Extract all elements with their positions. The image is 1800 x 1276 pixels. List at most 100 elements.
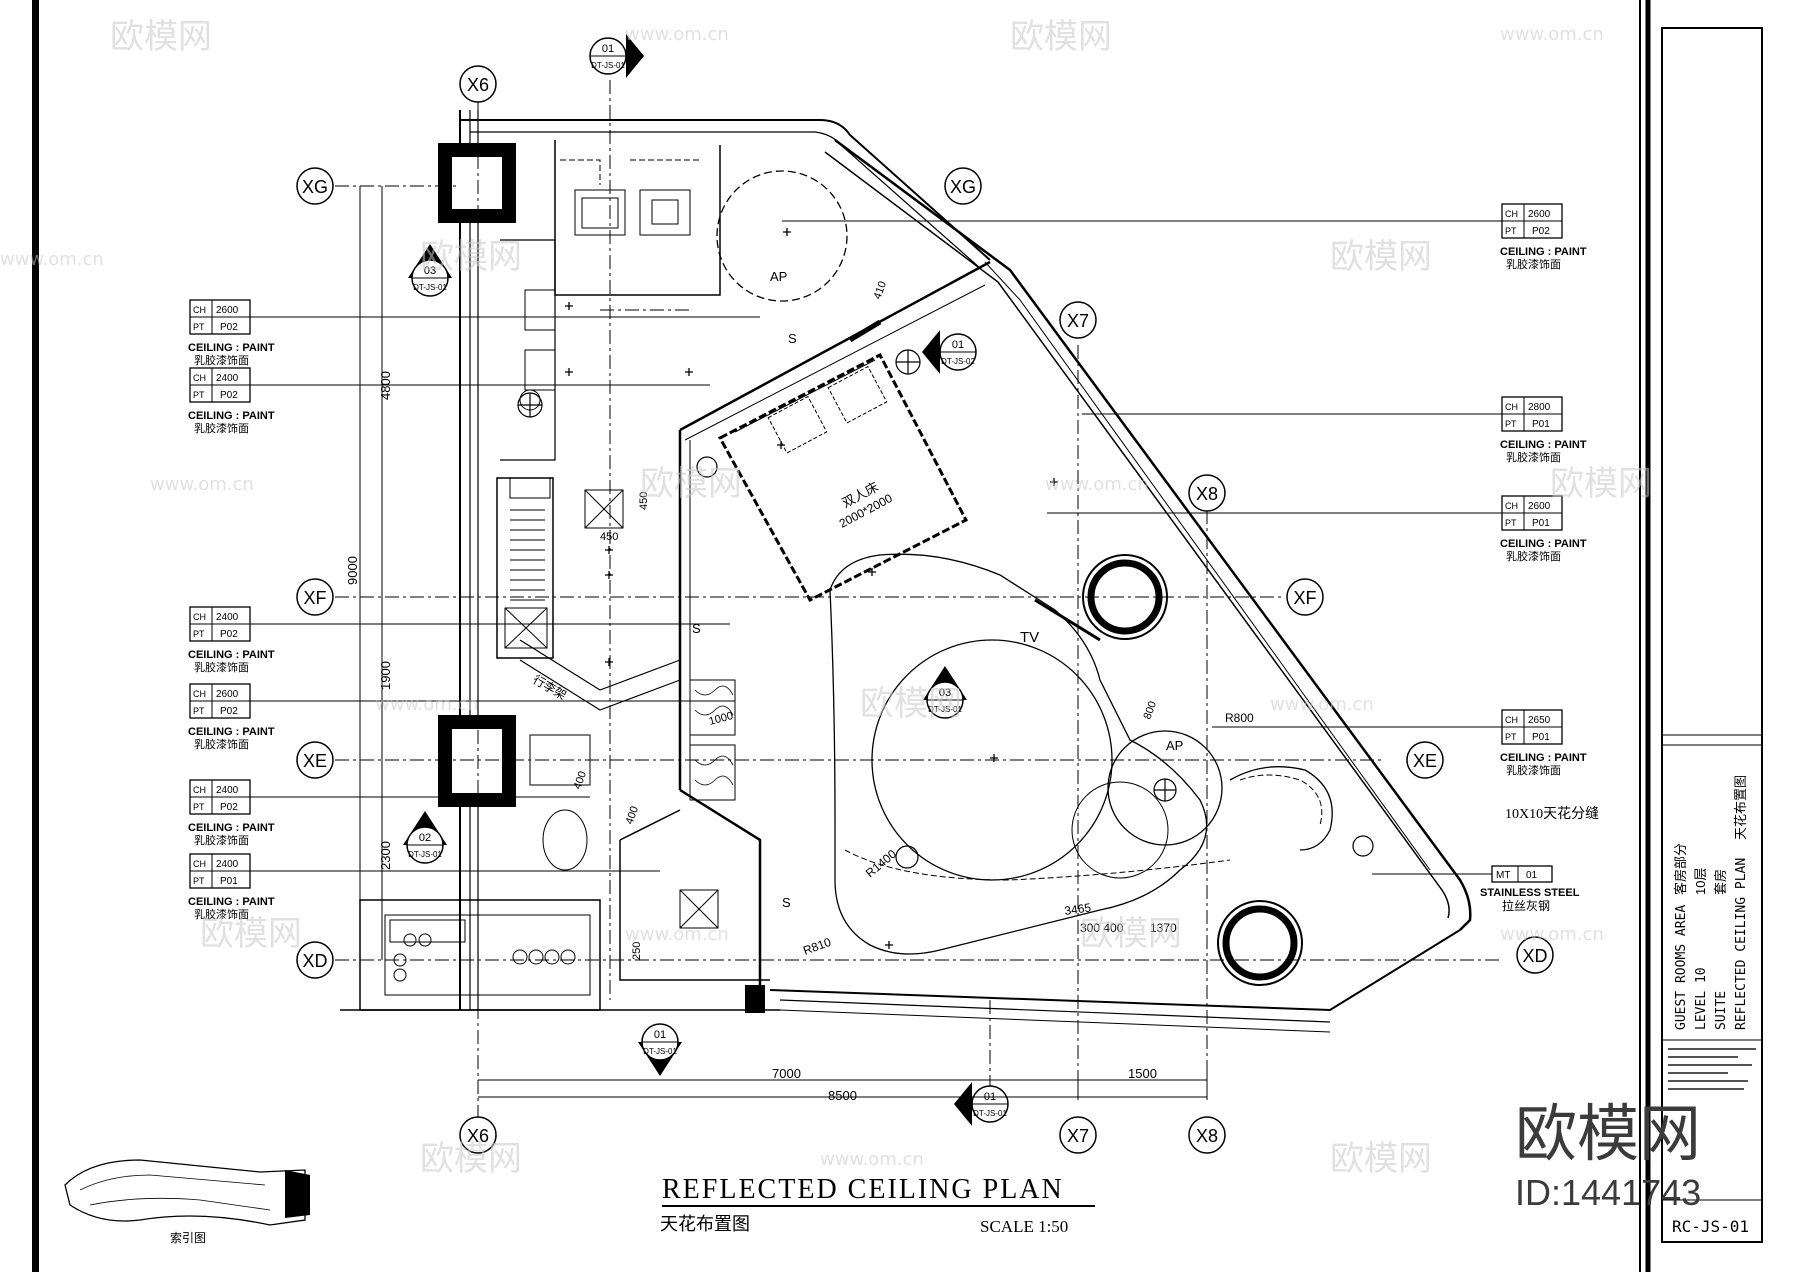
axis-lines [335, 80, 1500, 1120]
section-ref: DT-JS-01 [928, 705, 962, 714]
ceiling-label-en: CEILING : PAINT [188, 649, 275, 661]
svg-text:PT: PT [193, 322, 205, 332]
section-marker: 01 DT-JS-02 [922, 330, 977, 374]
ceiling-label-en: CEILING : PAINT [1500, 538, 1587, 550]
dim-410: 410 [872, 280, 890, 301]
grid-bubble-xd-left: XD [296, 941, 334, 979]
ceiling-height: 2400 [216, 612, 239, 623]
section-marker: 01 DT-JS-01 [638, 1023, 682, 1076]
ceiling-height: 2400 [216, 859, 239, 870]
drawing-title: REFLECTED CEILING PLAN 天花布置图 SCALE 1:50 [660, 1174, 1095, 1236]
ceiling-height: 2600 [216, 305, 239, 316]
section-num: 03 [424, 265, 436, 277]
grid-label-xd-left: XD [302, 951, 327, 971]
svg-text:PT: PT [193, 876, 205, 886]
drawing-title-en: REFLECTED CEILING PLAN [662, 1174, 1064, 1205]
dim-400-b: 400 [624, 805, 642, 826]
svg-text:CH: CH [193, 373, 206, 383]
title-block-suite-en: SUITE [1714, 991, 1729, 1030]
title-block-drawing-cn: 天花布置图 [1733, 775, 1748, 840]
ceiling-label-cn: 乳胶漆饰面 [194, 353, 249, 367]
svg-text:PT: PT [1505, 226, 1517, 236]
watermark-site: www.om.cn [1270, 694, 1374, 715]
ceiling-label-en: CEILING : PAINT [1500, 246, 1587, 258]
svg-text:CH: CH [193, 689, 206, 699]
title-block-suite-cn: 套房 [1713, 869, 1728, 895]
tv-label: TV [1020, 629, 1039, 646]
material-tag: MT 01 STAINLESS STEEL 拉丝灰钢 [1372, 865, 1580, 913]
grid-bubble-xg-right: XG [944, 167, 982, 205]
material-num: 01 [1526, 870, 1538, 881]
material-label-en: STAINLESS STEEL [1480, 887, 1580, 899]
watermark-brand: 欧模网 [200, 914, 302, 954]
watermark-logo-brand: 欧模网 [1515, 1100, 1701, 1169]
watermark-site: www.om.cn [625, 924, 729, 945]
paint-code: P02 [220, 629, 238, 640]
section-marker: 01 DT-JS-01 [954, 1082, 1009, 1126]
ceiling-label-cn: 乳胶漆饰面 [1506, 549, 1561, 563]
grid-bubble-xd-right: XD [1516, 936, 1554, 974]
ceiling-height: 2400 [216, 785, 239, 796]
radius-r1400: R1400 [863, 847, 899, 881]
dim-8500: 8500 [828, 1088, 857, 1103]
dim-300-400: 300 400 [1080, 921, 1124, 935]
grid-label-xg-left: XG [302, 177, 328, 197]
watermark-id: ID:1441743 [1515, 1172, 1701, 1213]
watermark-site: www.om.cn [375, 694, 479, 715]
section-ref: DT-JS-01 [643, 1047, 677, 1056]
grid-label-x6-bottom: X6 [467, 1126, 489, 1146]
svg-text:PT: PT [1505, 419, 1517, 429]
watermark-brand: 欧模网 [1550, 464, 1652, 504]
material-label-cn: 拉丝灰钢 [1502, 898, 1550, 913]
watermark-brand: 欧模网 [1330, 1139, 1432, 1179]
grid-bubble-x7-bottom: X7 [1059, 1116, 1097, 1154]
ceiling-label-en: CEILING : PAINT [188, 726, 275, 738]
ceiling-label-en: CEILING : PAINT [188, 896, 275, 908]
section-ref: DT-JS-01 [591, 61, 625, 70]
dim-450-a: 450 [638, 492, 650, 510]
grid-bubble-xf-left: XF [296, 578, 334, 616]
grid-bubble-xe-right: XE [1406, 741, 1444, 779]
watermark-brand: 欧模网 [640, 464, 742, 504]
watermark-site: www.om.cn [0, 249, 104, 270]
svg-text:PT: PT [193, 629, 205, 639]
dim-800: 800 [1142, 700, 1160, 721]
title-block: GUEST ROOMS AREA LEVEL 10 SUITE REFLECTE… [1661, 27, 1763, 1243]
svg-text:CH: CH [193, 785, 206, 795]
ap-label-1: AP [770, 269, 787, 284]
ceiling-label-cn: 乳胶漆饰面 [194, 907, 249, 921]
grid-label-xd-right: XD [1522, 946, 1547, 966]
grid-label-x8-top: X8 [1196, 484, 1218, 504]
svg-text:CH: CH [1505, 209, 1518, 219]
title-block-area-cn: 客房部分 [1673, 843, 1688, 895]
paint-code: P01 [1532, 419, 1550, 430]
dim-7000: 7000 [772, 1066, 801, 1081]
section-num: 01 [952, 339, 964, 351]
paint-code: P02 [220, 706, 238, 717]
watermark-brand: 欧模网 [420, 237, 522, 277]
dimension-labels: 4800 9000 1900 2300 7000 1500 8500 3465 … [345, 280, 1177, 1103]
ceiling-height: 2400 [216, 373, 239, 384]
grid-bubble-x7-top: X7 [1059, 301, 1097, 339]
watermark-brand: 欧模网 [110, 17, 212, 57]
grid-label-x7-top: X7 [1067, 311, 1089, 331]
section-num: 01 [654, 1029, 666, 1041]
grid-label-xf-right: XF [1293, 588, 1316, 608]
watermark-site: www.om.cn [1045, 474, 1149, 495]
grid-bubble-x8-bottom: X8 [1188, 1116, 1226, 1154]
switch-label-s1: S [788, 331, 797, 346]
watermark-brand: 欧模网 [1010, 17, 1112, 57]
grid-label-xf-left: XF [303, 588, 326, 608]
ceiling-label-cn: 乳胶漆饰面 [1506, 450, 1561, 464]
ceiling-label-cn: 乳胶漆饰面 [194, 737, 249, 751]
dim-2300: 2300 [378, 841, 393, 870]
grid-label-x6-top: X6 [467, 75, 489, 95]
watermark-logo-large: 欧模网 ID:1441743 [1515, 1100, 1701, 1213]
dim-4800: 4800 [378, 371, 393, 400]
grid-bubble-x6-top: X6 [459, 65, 497, 140]
